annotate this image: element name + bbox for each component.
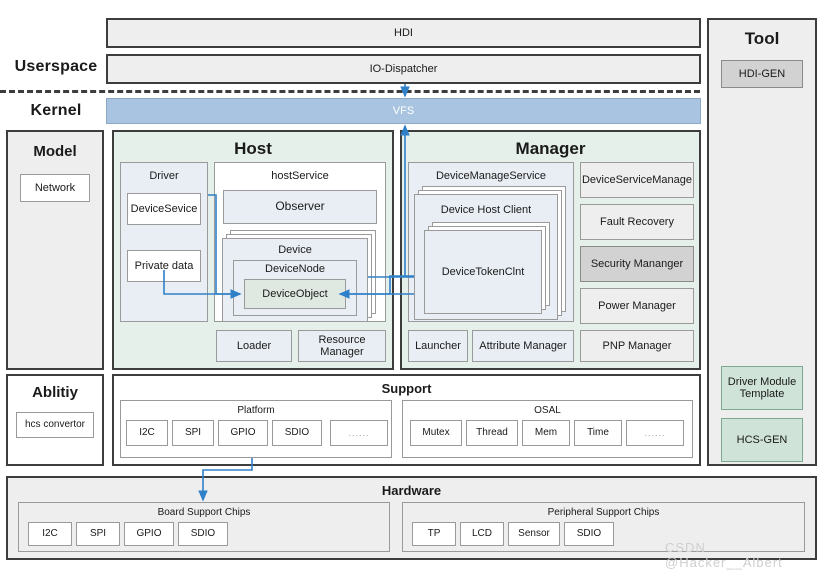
fault-recovery-button[interactable]: Fault Recovery	[580, 204, 694, 240]
device-node-box[interactable]: DeviceNode DeviceObject	[233, 260, 357, 316]
hcs-gen-button[interactable]: HCS-GEN	[721, 418, 803, 462]
userspace-label: Userspace	[14, 58, 98, 76]
model-panel: Model Network	[6, 130, 104, 370]
kernel-label: Kernel	[30, 102, 82, 120]
board-chip-gpio[interactable]: GPIO	[124, 522, 174, 546]
manager-title: Manager	[515, 139, 586, 159]
ability-item-hcs-convertor[interactable]: hcs convertor	[16, 412, 94, 438]
driver-module-template-line1: Driver Module	[727, 375, 797, 388]
pnp-manager-button[interactable]: PNP Manager	[580, 330, 694, 362]
model-title: Model	[33, 142, 77, 160]
platform-item-sdio[interactable]: SDIO	[272, 420, 322, 446]
osal-item-more[interactable]: ......	[626, 420, 684, 446]
device-object-box[interactable]: DeviceObject	[244, 279, 346, 309]
platform-item-more[interactable]: ......	[330, 420, 388, 446]
hardware-title: Hardware	[381, 482, 442, 498]
model-item-network[interactable]: Network	[20, 174, 90, 202]
userspace-kernel-divider	[0, 90, 700, 93]
tool-title: Tool	[744, 29, 780, 49]
hdi-gen-button[interactable]: HDI-GEN	[721, 60, 803, 88]
loader-button[interactable]: Loader	[216, 330, 292, 362]
security-mananger-button[interactable]: Security Mananger	[580, 246, 694, 282]
launcher-button[interactable]: Launcher	[408, 330, 468, 362]
tool-panel: Tool HDI-GEN Driver Module Template HCS-…	[707, 18, 817, 466]
device-token-clnt-box[interactable]: DeviceTokenClnt	[424, 230, 542, 314]
osal-title: OSAL	[534, 405, 561, 417]
driver-module-template-button[interactable]: Driver Module Template	[721, 366, 803, 410]
platform-item-spi[interactable]: SPI	[172, 420, 214, 446]
driver-module-template-line2: Template	[739, 388, 785, 400]
driver-title: Driver	[149, 169, 179, 182]
board-support-chips-title: Board Support Chips	[157, 507, 251, 519]
peripheral-chip-sdio[interactable]: SDIO	[564, 522, 614, 546]
ability-panel: Ablitiy hcs convertor	[6, 374, 104, 466]
observer-box[interactable]: Observer	[223, 190, 377, 224]
peripheral-support-chips-title: Peripheral Support Chips	[547, 507, 660, 519]
platform-item-i2c[interactable]: I2C	[126, 420, 168, 446]
power-manager-button[interactable]: Power Manager	[580, 288, 694, 324]
device-host-client-title: Device Host Client	[440, 203, 532, 216]
attribute-manager-button[interactable]: Attribute Manager	[472, 330, 574, 362]
board-chip-spi[interactable]: SPI	[76, 522, 120, 546]
resource-manager-button[interactable]: Resource Manager	[298, 330, 386, 362]
resource-manager-line1: Resource	[318, 333, 366, 346]
support-title: Support	[381, 380, 432, 396]
device-title: Device	[278, 243, 312, 256]
hdi-bar: HDI	[106, 18, 701, 48]
device-manage-service-title: DeviceManageService	[435, 169, 547, 182]
board-chip-sdio[interactable]: SDIO	[178, 522, 228, 546]
osal-item-mem[interactable]: Mem	[522, 420, 570, 446]
vfs-bar: VFS	[106, 98, 701, 124]
driver-device-sevice[interactable]: DeviceSevice	[127, 193, 201, 225]
osal-item-thread[interactable]: Thread	[466, 420, 518, 446]
platform-title: Platform	[237, 405, 275, 417]
device-box[interactable]: Device DeviceNode DeviceObject	[222, 238, 368, 322]
device-node-title: DeviceNode	[265, 263, 325, 276]
device-service-manage-button[interactable]: DeviceServiceManage	[580, 162, 694, 198]
driver-private-data[interactable]: Private data	[127, 250, 201, 282]
host-title: Host	[234, 139, 272, 159]
driver-panel: Driver DeviceSevice Private data	[120, 162, 208, 322]
board-chip-i2c[interactable]: I2C	[28, 522, 72, 546]
ability-title: Ablitiy	[32, 383, 78, 401]
platform-item-gpio[interactable]: GPIO	[218, 420, 268, 446]
io-dispatcher-bar: IO-Dispatcher	[106, 54, 701, 84]
osal-item-mutex[interactable]: Mutex	[410, 420, 462, 446]
host-service-title: hostService	[271, 169, 329, 182]
peripheral-chip-lcd[interactable]: LCD	[460, 522, 504, 546]
peripheral-chip-sensor[interactable]: Sensor	[508, 522, 560, 546]
osal-item-time[interactable]: Time	[574, 420, 622, 446]
peripheral-chip-tp[interactable]: TP	[412, 522, 456, 546]
resource-manager-line2: Manager	[320, 346, 364, 358]
